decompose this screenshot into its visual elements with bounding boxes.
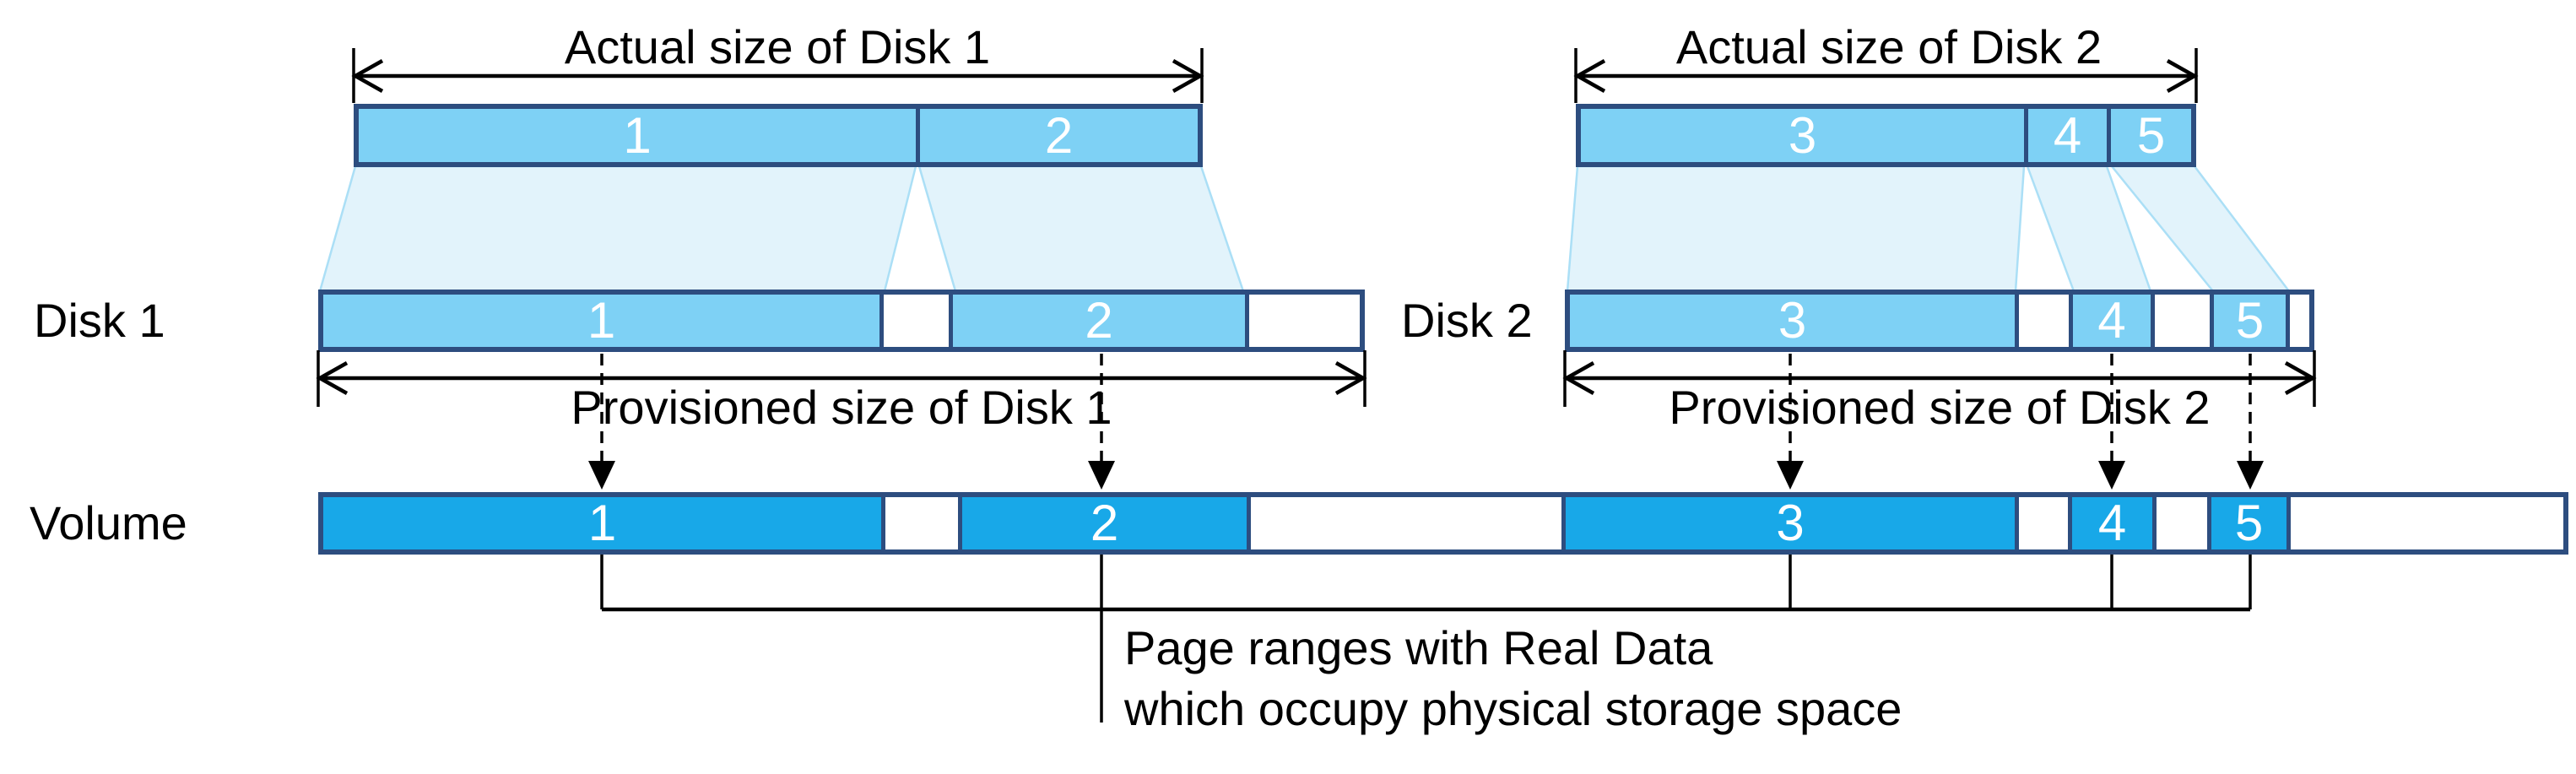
- segment-divider: [2068, 497, 2072, 549]
- actual-size-disk1-label: Actual size of Disk 1: [564, 20, 991, 73]
- projection-trapezoid-seg4: [2026, 165, 2152, 293]
- disk2-row-label: Disk 2: [1401, 294, 1533, 347]
- provisioned-disk2-segment: 5: [2214, 295, 2286, 347]
- actual-disk2-segment: 5: [2136, 106, 2166, 164]
- actual-disk1-segment: 1: [623, 106, 652, 164]
- volume-segment: 2: [962, 497, 1247, 549]
- page-ranges-note-line1: Page ranges with Real Data: [1124, 621, 1713, 674]
- segment-divider: [2286, 497, 2291, 549]
- provisioned-disk2-segment: 3: [1570, 295, 2015, 347]
- mapping-arrow-seg5: [2237, 354, 2264, 490]
- actual-disk2-segment: 4: [2053, 106, 2082, 164]
- segment-divider: [2024, 109, 2028, 162]
- actual-size-disk2-label: Actual size of Disk 2: [1675, 20, 2102, 73]
- volume-segment: 3: [1566, 497, 2015, 549]
- segment-divider: [916, 109, 920, 162]
- segment-divider: [2069, 295, 2073, 347]
- provisioned-bar-disk2: 3 4 5: [1565, 290, 2314, 352]
- provisioned-disk1-segment: 2: [953, 295, 1245, 347]
- segment-divider: [2015, 497, 2019, 549]
- segment-divider: [1245, 295, 1249, 347]
- segment-divider: [1247, 497, 1251, 549]
- page-ranges-note-line2: which occupy physical storage space: [1124, 682, 1902, 735]
- projection-trapezoid-seg3: [1566, 165, 2026, 293]
- segment-divider: [879, 295, 884, 347]
- actual-disk2-segment: 3: [1788, 106, 1817, 164]
- segment-divider: [949, 295, 953, 347]
- provisioned-disk1-segment: 1: [323, 295, 879, 347]
- volume-segment: 5: [2211, 497, 2286, 549]
- segment-divider: [2286, 295, 2290, 347]
- actual-bar-disk2: 3 4 5: [1576, 104, 2196, 167]
- segment-divider: [2152, 497, 2157, 549]
- projection-trapezoid-seg5: [2109, 165, 2292, 293]
- volume-segment: 4: [2072, 497, 2152, 549]
- projection-trapezoid-seg1: [318, 165, 917, 293]
- segment-divider: [881, 497, 885, 549]
- segment-divider: [2107, 109, 2111, 162]
- provisioned-bar-disk1: 1 2: [318, 290, 1365, 352]
- projection-trapezoid-seg2: [917, 165, 1245, 293]
- segment-divider: [2210, 295, 2214, 347]
- segment-divider: [2151, 295, 2155, 347]
- provisioned-size-disk2-label: Provisioned size of Disk 2: [1669, 381, 2211, 434]
- provisioned-size-disk1-label: Provisioned size of Disk 1: [571, 381, 1112, 434]
- volume-row-label: Volume: [30, 496, 187, 549]
- segment-divider: [2207, 497, 2211, 549]
- actual-disk1-segment: 2: [1044, 106, 1074, 164]
- actual-bar-disk1: 1 2: [354, 104, 1203, 167]
- provisioned-disk2-segment: 4: [2073, 295, 2151, 347]
- volume-bar: 1 2 3 4 5: [318, 492, 2568, 555]
- segment-divider: [2015, 295, 2019, 347]
- segment-divider: [1561, 497, 1566, 549]
- segment-divider: [958, 497, 962, 549]
- volume-segment: 1: [323, 497, 881, 549]
- disk1-row-label: Disk 1: [34, 294, 165, 347]
